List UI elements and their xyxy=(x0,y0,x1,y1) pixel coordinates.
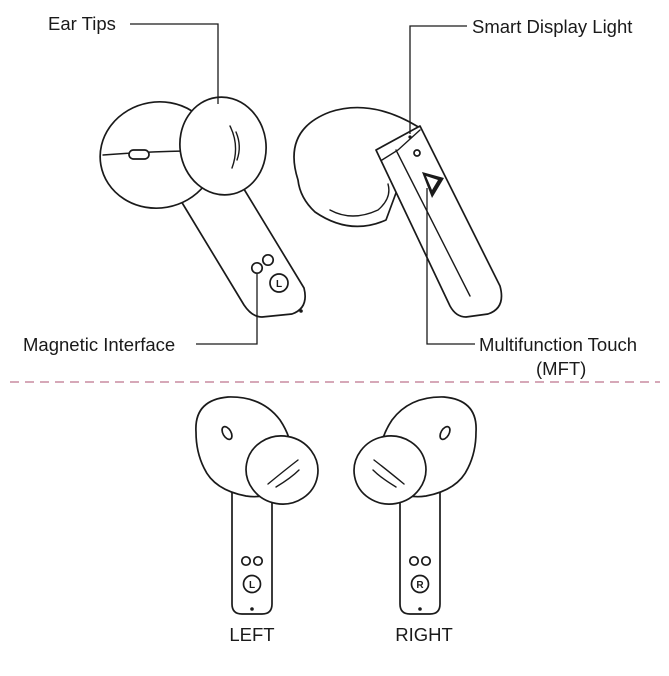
caption-left: LEFT xyxy=(229,624,274,645)
magnetic-contact-icon xyxy=(240,555,252,567)
right-earbud-angled xyxy=(293,106,503,318)
magnetic-contact-icon xyxy=(250,261,264,275)
ear-tip-right-front xyxy=(353,435,427,505)
magnetic-contact-icon xyxy=(261,253,275,267)
left-earbud-front: L xyxy=(195,396,319,615)
label-magnetic-interface: Magnetic Interface xyxy=(23,334,175,355)
svg-text:L: L xyxy=(249,580,255,591)
smart-display-light-icon xyxy=(413,149,421,157)
callout-lines xyxy=(130,23,475,345)
ear-tip-left xyxy=(179,96,267,196)
ear-tip-left-front xyxy=(245,435,319,505)
left-badge-icon: L xyxy=(242,574,262,594)
magnetic-contact-icon xyxy=(408,555,420,567)
left-badge-icon: L xyxy=(269,273,289,293)
right-badge-icon: R xyxy=(410,574,430,594)
label-mft: (MFT) xyxy=(536,358,586,379)
left-earbud-angled: L xyxy=(99,96,306,318)
label-ear-tips: Ear Tips xyxy=(48,13,116,34)
right-earbud-front: R xyxy=(353,396,477,615)
label-multifunction-touch: Multifunction Touch xyxy=(479,334,637,355)
svg-text:L: L xyxy=(276,279,282,290)
label-smart-display-light: Smart Display Light xyxy=(472,16,632,37)
caption-right: RIGHT xyxy=(395,624,453,645)
svg-text:R: R xyxy=(416,580,424,591)
magnetic-contact-icon xyxy=(252,555,264,567)
magnetic-contact-icon xyxy=(420,555,432,567)
